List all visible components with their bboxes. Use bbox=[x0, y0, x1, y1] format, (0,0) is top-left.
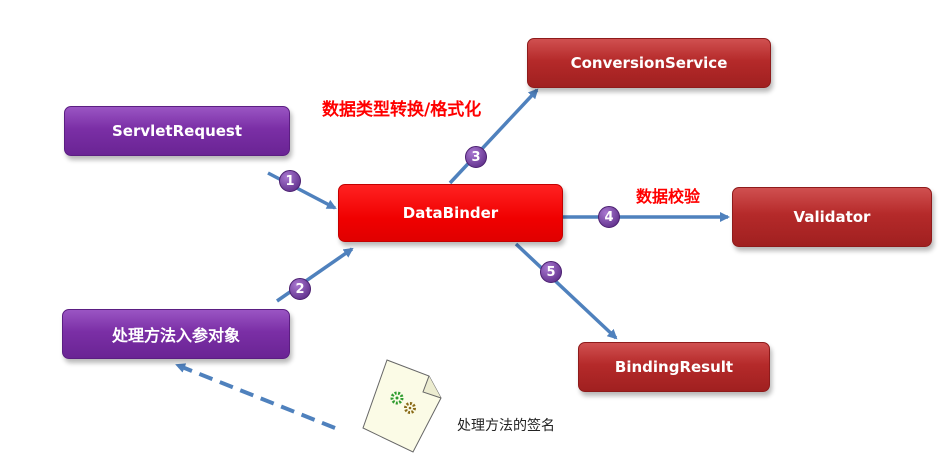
data-binder-label: DataBinder bbox=[402, 204, 499, 222]
arrow-3-binder-to-conversion bbox=[448, 88, 539, 185]
servlet-request-label: ServletRequest bbox=[111, 122, 243, 140]
data-binder-box: DataBinder bbox=[338, 184, 563, 242]
step-5-badge: 5 bbox=[540, 261, 562, 283]
arrow-1-servlet-to-binder bbox=[267, 171, 337, 210]
handler-args-label: 处理方法入参对象 bbox=[111, 326, 240, 345]
arrow-5-binder-to-result bbox=[514, 242, 618, 340]
dashed-arrow-signature-to-args bbox=[175, 363, 336, 430]
conversion-label: 数据类型转换/格式化 bbox=[322, 100, 482, 120]
step-2-badge: 2 bbox=[289, 278, 311, 300]
step-4-badge: 4 bbox=[598, 206, 620, 228]
binding-result-label: BindingResult bbox=[614, 358, 734, 376]
conversion-service-box: ConversionService bbox=[527, 38, 771, 88]
validator-label: Validator bbox=[793, 208, 871, 226]
step-1-badge: 1 bbox=[279, 170, 301, 192]
document-with-gears-icon bbox=[362, 359, 442, 453]
validator-box: Validator bbox=[732, 187, 932, 247]
handler-args-box: 处理方法入参对象 bbox=[62, 309, 290, 359]
binding-result-box: BindingResult bbox=[578, 342, 770, 392]
step-3-badge: 3 bbox=[465, 146, 487, 168]
arrow-2-args-to-binder bbox=[276, 247, 354, 303]
validation-label: 数据校验 bbox=[636, 187, 701, 206]
conversion-service-label: ConversionService bbox=[570, 54, 728, 72]
servlet-request-box: ServletRequest bbox=[64, 106, 290, 156]
signature-label: 处理方法的签名 bbox=[457, 418, 555, 434]
